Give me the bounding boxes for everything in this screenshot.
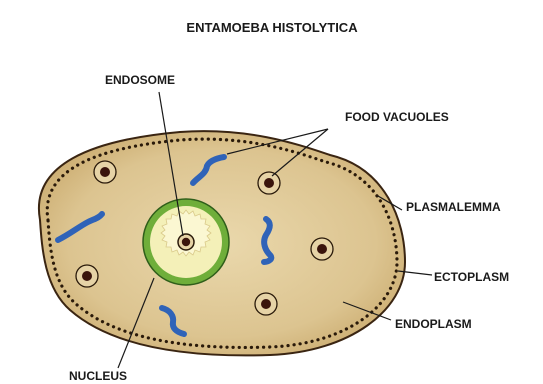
label-plasmalemma: PLASMALEMMA xyxy=(406,200,501,214)
label-endosome: ENDOSOME xyxy=(105,73,175,87)
food-vacuole xyxy=(311,238,333,260)
food-vacuole xyxy=(258,172,280,194)
food-vacuole xyxy=(76,265,98,287)
food-vacuole xyxy=(255,293,277,315)
nucleus xyxy=(143,199,229,285)
diagram-title: ENTAMOEBA HISTOLYTICA xyxy=(186,20,358,35)
label-ectoplasm: ECTOPLASM xyxy=(434,270,509,284)
food-vacuole xyxy=(94,161,116,183)
label-food-vacuoles: FOOD VACUOLES xyxy=(345,110,449,124)
label-endoplasm: ENDOPLASM xyxy=(395,317,472,331)
label-nucleus: NUCLEUS xyxy=(69,369,127,383)
